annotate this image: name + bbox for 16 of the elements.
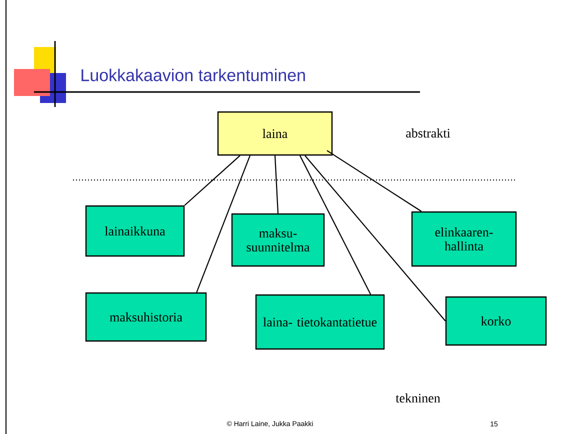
connector-line (196, 155, 251, 293)
connector-line (184, 155, 240, 206)
class-box: maksu- suunnitelma (231, 213, 325, 267)
connector-line (326, 150, 422, 212)
class-box: korko (445, 296, 547, 346)
class-box: elinkaaren- hallinta (411, 211, 517, 267)
connector-line (304, 155, 446, 322)
level-label: tekninen (396, 393, 440, 403)
class-box: maksuhistoria (85, 292, 207, 342)
level-label: abstrakti (406, 128, 450, 138)
class-box: laina- tietokantatietue (255, 294, 385, 350)
connector-line (300, 155, 372, 295)
slide-title: Luokkakaavion tarkentuminen (82, 68, 305, 82)
connector-line (274, 156, 279, 214)
class-box: laina (217, 111, 333, 156)
class-box: lainaikkuna (85, 205, 185, 257)
